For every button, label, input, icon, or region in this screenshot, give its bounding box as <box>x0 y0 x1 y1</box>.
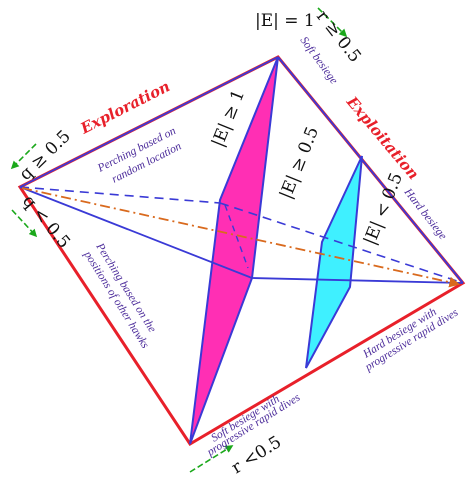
line-middle-right <box>251 277 464 284</box>
q-lt-label: q < 0.5 <box>18 191 74 252</box>
e-ge-05-label: |E| ≥ 0.5 <box>276 124 323 202</box>
e-ge-1-label: |E| ≥ 1 <box>208 87 249 150</box>
exploitation-label: Exploitation <box>342 92 422 183</box>
line-left-top <box>19 56 279 188</box>
line-top-right <box>277 56 464 284</box>
arrow-q-lt <box>11 209 38 238</box>
dashed-left-upper <box>19 186 221 204</box>
e-lt-05-label: |E| < 0.5 <box>360 170 407 248</box>
arrow-r-ge <box>317 7 348 38</box>
dashed-plane-inner <box>224 204 249 269</box>
top-equation: |E| = 1 <box>255 11 315 31</box>
arrow-r-lt <box>189 445 234 473</box>
arrow-q-ge <box>10 143 37 170</box>
plane-e-ge-1 <box>189 56 279 445</box>
plane-e-lt-05 <box>305 155 363 369</box>
dashdot-arrow <box>21 187 461 288</box>
dashed-upper-right <box>219 202 464 284</box>
exploration-label: Exploration <box>77 77 173 138</box>
line-left-middle <box>19 186 253 279</box>
